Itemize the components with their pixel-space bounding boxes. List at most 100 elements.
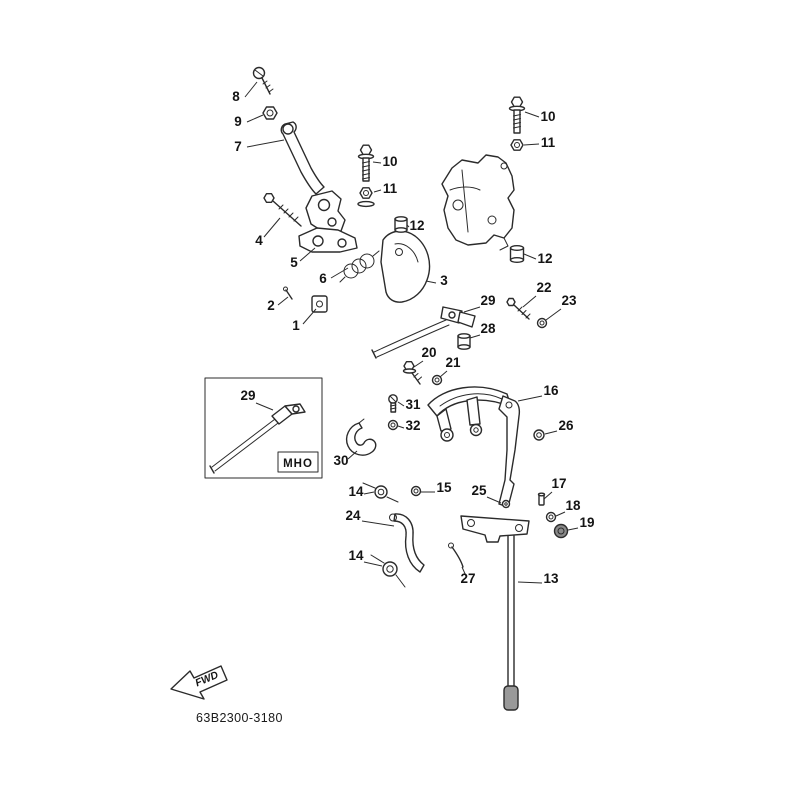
joint-bolt — [506, 297, 531, 320]
bushing-right — [509, 244, 525, 264]
part-callout-8: 8 — [232, 89, 240, 104]
part-callout-9: 9 — [234, 114, 242, 129]
wave-washer — [533, 429, 545, 441]
torsion-spring — [339, 250, 380, 283]
part-callout-32: 32 — [405, 418, 420, 433]
part-callout-14: 14 — [348, 548, 364, 563]
pivot-pin — [501, 499, 511, 509]
throttle-cam-plate — [380, 230, 431, 303]
inset-model-label: MHO — [283, 458, 313, 470]
part-callout-13: 13 — [543, 571, 559, 586]
part-callout-3: 3 — [440, 273, 448, 288]
leader-line-30 — [347, 450, 358, 460]
part-callout-6: 6 — [319, 271, 327, 286]
part-callout-21: 21 — [445, 355, 461, 370]
link-pin — [537, 492, 546, 506]
pivot-bolt — [263, 192, 302, 227]
part-callout-5: 5 — [290, 255, 298, 270]
leader-line-23 — [545, 308, 562, 321]
leader-line-4 — [263, 217, 281, 238]
part-callout-29: 29 — [480, 293, 495, 308]
part-callout-4: 4 — [255, 233, 263, 248]
leader-line-26 — [544, 430, 558, 435]
bracket-housing — [441, 154, 515, 251]
mho-label-box: MHO — [277, 451, 319, 473]
cotter-pin — [283, 286, 293, 300]
part-callout-11: 11 — [383, 181, 398, 196]
leader-line-12 — [523, 253, 537, 260]
part-callout-12: 12 — [537, 251, 552, 266]
leader-line-6 — [330, 267, 349, 279]
leader-line-10 — [372, 161, 382, 164]
leader-line-12 — [406, 224, 410, 228]
throttle-lever-assembly — [427, 386, 521, 508]
grip-screw — [252, 66, 274, 95]
part-callout-1: 1 — [292, 318, 300, 333]
part-callout-10: 10 — [382, 154, 397, 169]
return-spring-upper — [362, 482, 399, 503]
link-washer — [545, 511, 557, 523]
part-callout-26: 26 — [558, 418, 574, 433]
joint-washer — [536, 317, 548, 329]
return-spring-lower — [370, 554, 406, 588]
spring-bracket — [389, 513, 425, 573]
part-callout-12: 12 — [409, 218, 424, 233]
fwd-arrow: FWD — [170, 665, 228, 700]
leader-line-1 — [302, 308, 317, 325]
part-callout-14: 14 — [348, 484, 364, 499]
part-callout-7: 7 — [234, 139, 242, 154]
leader-line-7 — [246, 139, 285, 148]
leader-line-18 — [555, 511, 566, 517]
part-callout-24: 24 — [345, 508, 361, 523]
clamp-washer — [387, 419, 399, 431]
inset-box — [204, 377, 323, 479]
leader-line-20 — [413, 360, 424, 368]
part-callout-20: 20 — [421, 345, 436, 360]
part-callout-22: 22 — [536, 280, 551, 295]
part-callout-15: 15 — [436, 480, 452, 495]
cap-bolt — [553, 523, 569, 539]
leader-line-27 — [461, 566, 467, 577]
leader-line-2 — [277, 296, 289, 306]
cable-joint — [440, 306, 476, 328]
leader-line-5 — [299, 247, 316, 262]
part-callout-27: 27 — [460, 571, 475, 586]
throttle-control-lever — [280, 121, 346, 234]
leader-line-11 — [373, 189, 382, 193]
throttle-cable — [371, 319, 450, 359]
mount-bolt-left — [357, 144, 375, 182]
leader-line-22 — [522, 295, 537, 308]
leader-line-14 — [363, 491, 375, 495]
mount-bolt-right — [508, 96, 526, 134]
part-callout-31: 31 — [405, 397, 421, 412]
part-code: 63B2300-3180 — [196, 711, 283, 725]
lock-nut — [262, 106, 278, 120]
part-callout-10: 10 — [540, 109, 555, 124]
leader-line-25 — [486, 496, 502, 504]
spacer-left — [394, 216, 408, 233]
leader-line-8 — [244, 81, 258, 98]
part-callout-25: 25 — [471, 483, 487, 498]
part-callout-23: 23 — [561, 293, 577, 308]
leader-line-24 — [361, 520, 395, 527]
leader-line-14 — [363, 561, 383, 567]
part-callout-18: 18 — [565, 498, 581, 513]
mount-nut-left — [357, 187, 375, 208]
leader-line-21 — [439, 370, 448, 378]
adjuster-sleeve — [457, 333, 471, 350]
cable-clamp — [345, 418, 377, 456]
part-callout-2: 2 — [267, 298, 275, 313]
part-callout-30: 30 — [333, 453, 348, 468]
leader-line-19 — [567, 527, 579, 531]
part-callout-28: 28 — [480, 321, 496, 336]
leader-line-16 — [517, 395, 543, 402]
part-callout-11: 11 — [541, 135, 556, 150]
lever-bracket — [298, 227, 358, 253]
leader-line-10 — [524, 111, 540, 118]
part-callout-16: 16 — [543, 383, 559, 398]
clamp-screw — [388, 394, 398, 413]
part-callout-29: 29 — [240, 388, 255, 403]
leader-line-29 — [463, 306, 481, 313]
